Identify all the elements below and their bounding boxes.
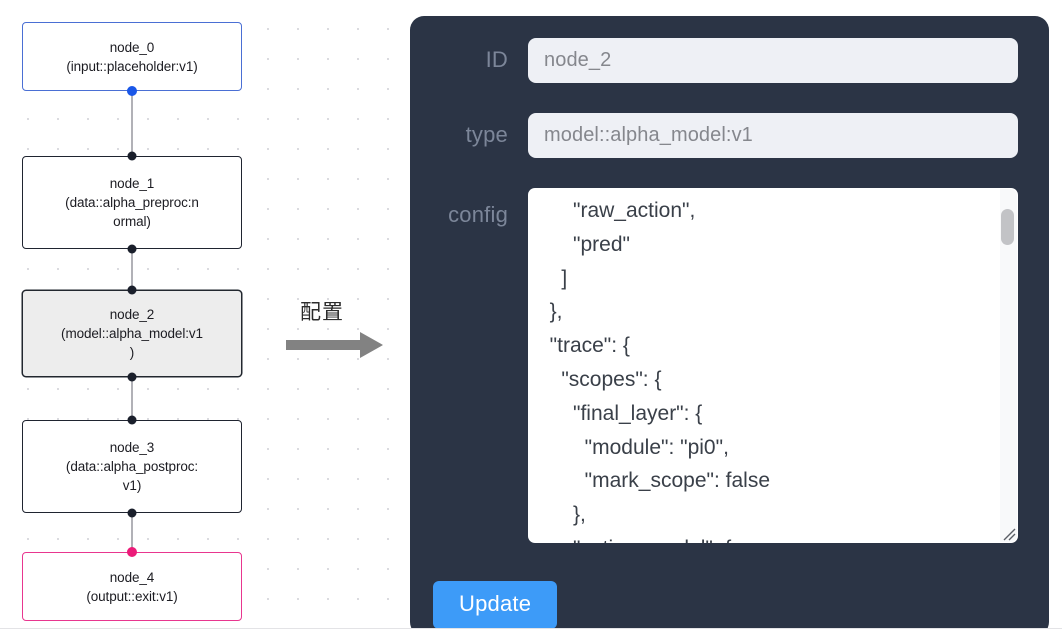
flow-node-node_1[interactable]: node_1 (data::alpha_preproc:n ormal)	[22, 156, 242, 249]
flow-node-node_4[interactable]: node_4 (output::exit:v1)	[22, 552, 242, 621]
node-title: node_4	[109, 569, 155, 585]
node-handle-target-node_3[interactable]	[127, 415, 137, 425]
node-subtitle: (input::placeholder:v1)	[66, 58, 198, 74]
annotation-group: 配置	[286, 296, 398, 368]
config-field-label: config	[448, 202, 508, 227]
field-row-config: config "raw_action", "pred" ] }, "trace"…	[410, 188, 1018, 543]
node-handle-source-node_2[interactable]	[127, 372, 137, 382]
node-handle-target-node_1[interactable]	[127, 151, 137, 161]
node-handle-source-node_1[interactable]	[127, 244, 137, 254]
field-row-type: type	[410, 113, 1018, 158]
config-textarea-wrap: "raw_action", "pred" ] }, "trace": { "sc…	[528, 188, 1018, 543]
type-input[interactable]	[528, 113, 1018, 158]
node-subtitle-cont: v1)	[122, 478, 142, 493]
node-title: node_0	[109, 39, 155, 55]
type-field-label: type	[465, 122, 508, 147]
node-title: node_2	[109, 307, 155, 322]
config-scrollbar-track[interactable]	[1000, 189, 1017, 542]
node-handle-target-node_2[interactable]	[127, 285, 137, 295]
node-subtitle-cont: ormal)	[113, 214, 151, 229]
node-subtitle: (output::exit:v1)	[86, 588, 178, 604]
node-handle-source-node_3[interactable]	[127, 508, 137, 518]
node-title: node_1	[109, 176, 155, 191]
flow-node-node_3[interactable]: node_3 (data::alpha_postproc: v1)	[22, 420, 242, 513]
node-handle-source-node_0[interactable]	[127, 86, 137, 96]
node-handle-target-node_4[interactable]	[127, 547, 137, 557]
node-config-panel: ID type config "raw_action", "pred" ] },…	[410, 16, 1049, 636]
annotation-label: 配置	[300, 300, 344, 324]
id-field-label: ID	[485, 47, 508, 72]
field-row-id: ID	[410, 38, 1018, 83]
update-button[interactable]: Update	[433, 581, 558, 629]
config-textarea[interactable]: "raw_action", "pred" ] }, "trace": { "sc…	[528, 188, 1018, 543]
node-subtitle-cont: )	[129, 345, 135, 360]
node-title: node_3	[109, 440, 155, 455]
config-scrollbar-thumb[interactable]	[1001, 209, 1014, 245]
flow-node-node_2[interactable]: node_2 (model::alpha_model:v1 )	[22, 290, 242, 377]
right-arrow-icon	[286, 332, 383, 358]
node-subtitle: (model::alpha_model:v1	[61, 326, 203, 341]
page-bottom-edge	[0, 628, 1062, 643]
node-subtitle: (data::alpha_preproc:n	[65, 195, 199, 210]
id-input[interactable]	[528, 38, 1018, 83]
flow-node-node_0[interactable]: node_0 (input::placeholder:v1)	[22, 22, 242, 91]
node-subtitle: (data::alpha_postproc:	[65, 459, 199, 474]
